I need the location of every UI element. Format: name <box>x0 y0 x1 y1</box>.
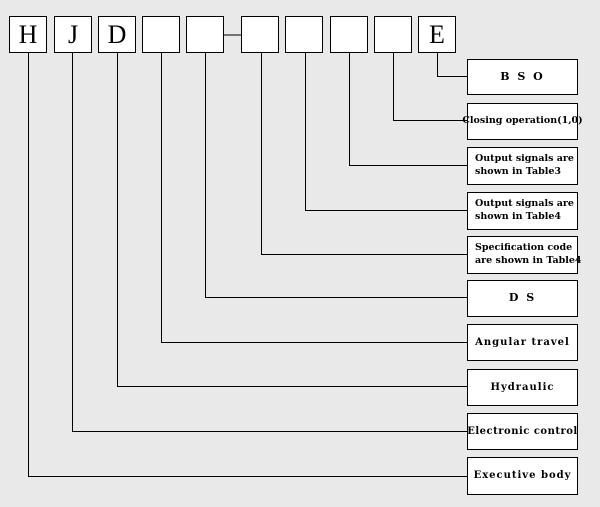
code-box-10: E <box>418 16 456 53</box>
code-box-3: D <box>98 16 136 53</box>
connector-hydraulic <box>117 53 467 387</box>
code-box-1: H <box>9 16 47 53</box>
label-output-signals-table3: Output signals are shown in Table3 <box>467 147 578 185</box>
label-angular-travel: Angular travel <box>467 324 578 361</box>
code-box-8 <box>330 16 368 53</box>
label-hydraulic-text: Hydraulic <box>490 381 555 393</box>
label-output-signals-table4: Output signals are shown in Table4 <box>467 192 578 230</box>
label-angular-text: Angular travel <box>475 336 570 348</box>
label-closing-operation: Closing operation(1,0) <box>462 103 583 140</box>
label-closing-text: Closing operation(1,0) <box>462 115 583 127</box>
label-output3-line2: shown in Table3 <box>475 166 562 177</box>
label-bso: B S O <box>467 59 578 95</box>
code-box-7 <box>285 16 323 53</box>
code-box-4 <box>142 16 180 53</box>
label-electronic-text: Electronic control <box>467 425 578 437</box>
label-output3-line1: Output signals are <box>475 153 574 165</box>
label-specification-code: Specification code are shown in Table4 <box>467 236 582 274</box>
code-box-9 <box>374 16 412 53</box>
code-box-2: J <box>54 16 92 53</box>
label-ds-text: D S <box>508 291 537 305</box>
connector-output3 <box>349 53 467 166</box>
connector-spec <box>261 53 467 255</box>
connector-angular <box>161 53 467 343</box>
label-hydraulic: Hydraulic <box>467 369 578 406</box>
label-executive-text: Executive body <box>473 470 572 482</box>
label-ds: D S <box>467 280 578 317</box>
code-box-6 <box>241 16 279 53</box>
connector-ds <box>205 53 467 298</box>
label-electronic-control: Electronic control <box>467 413 578 450</box>
label-spec-line2: are shown in Table4 <box>475 255 582 266</box>
label-output4-line2: shown in Table4 <box>475 211 562 222</box>
label-bso-text: B S O <box>500 69 545 83</box>
connector-output4 <box>305 53 467 211</box>
connector-electronic <box>72 53 467 432</box>
label-spec-line1: Specification code <box>475 242 573 254</box>
connector-bso <box>437 53 467 77</box>
label-executive-body: Executive body <box>467 457 578 495</box>
label-output4-line1: Output signals are <box>475 198 574 210</box>
connector-executive <box>28 53 467 477</box>
code-box-5 <box>186 16 224 53</box>
connector-closing <box>393 53 467 121</box>
